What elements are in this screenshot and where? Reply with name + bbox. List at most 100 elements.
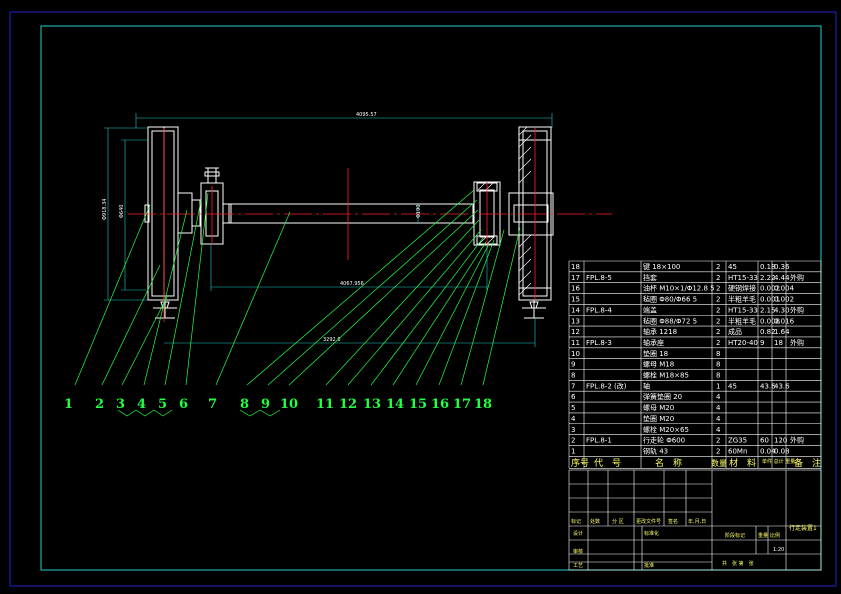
dim-base-length: 3292.6: [323, 337, 341, 343]
callout-4: 4: [137, 397, 146, 412]
bom-cell-w2: 120: [774, 437, 787, 445]
bom-cell-name: 毡圈 Φ80/Φ66 5: [643, 295, 697, 304]
bom-cell-name: 键 18×100: [643, 262, 680, 271]
tb-count: 处数: [590, 518, 600, 525]
bom-cell-w1: 0.82: [760, 328, 776, 336]
left-wheel-hub: [177, 192, 193, 234]
bom-cell-material: 半粗羊毛: [728, 295, 756, 304]
bom-cell-no: 3: [571, 426, 575, 434]
bom-cell-qty: 8: [716, 372, 720, 380]
bom-cell-note: 外购: [790, 338, 804, 347]
bom-cell-no: 10: [571, 350, 580, 358]
bom-cell-name: 毡圈 Φ88/Φ72 5: [643, 316, 697, 325]
bom-cell-name: 轴承 1218: [643, 327, 677, 336]
bom-header-code: 代 号: [594, 458, 621, 469]
bom-cell-no: 9: [571, 361, 575, 369]
bom-cell-w2: 43.6: [774, 382, 790, 390]
bom-cell-w1: 2.15: [760, 306, 776, 314]
bom-cell-qty: 2: [716, 328, 720, 336]
bom-cell-qty: 1: [716, 382, 720, 390]
bom-cell-w2: 0.002: [774, 296, 794, 304]
callout-7: 7: [208, 397, 217, 412]
callout-9: 9: [261, 397, 270, 412]
bom-cell-code: FPL.8-4: [586, 306, 612, 314]
tb-drawing-name: 行走装置1: [789, 524, 817, 532]
dim-wheel-dia-b: Φ640: [119, 205, 125, 218]
callout-2: 2: [95, 397, 104, 412]
dim-wheel-dia-a: Φ918.34: [102, 199, 108, 220]
bom-cell-name: 轴: [643, 381, 650, 390]
tb-zone: 分 区: [612, 518, 624, 525]
title-block: 标记 处数 分 区 更改文件号 签名 年,月,日 设计 标准化 审核 工艺 批准…: [568, 469, 822, 571]
bom-cell-qty: 2: [716, 447, 720, 455]
bom-cell-name: 弹簧垫圈 20: [643, 392, 682, 401]
bom-cell-no: 5: [571, 404, 575, 412]
bom-cell-material: 半粗羊毛: [728, 316, 756, 325]
bom-cell-name: 螺母 M20: [643, 403, 674, 412]
bom-cell-w2: 4.30: [774, 306, 790, 314]
tb-change-no: 更改文件号: [636, 518, 661, 525]
callout-12: 12: [339, 397, 357, 412]
bom-header-qty: 数量: [711, 458, 727, 468]
bom-cell-code: FPL.8-5: [586, 274, 612, 282]
callout-5: 5: [158, 397, 167, 412]
bom-header-material: 材 料: [729, 457, 756, 469]
callout-17: 17: [453, 397, 471, 412]
bom-cell-qty: 2: [716, 296, 720, 304]
bom-cell-w1: 0.008: [760, 317, 780, 325]
bom-cell-name: 螺母 M18: [643, 360, 674, 369]
bom-cell-no: 11: [571, 339, 580, 347]
dim-shaft-dia: Φ190: [416, 205, 422, 218]
callout-18: 18: [474, 397, 492, 412]
bom-cell-no: 4: [571, 415, 576, 423]
tb-scale-value: 1:20: [773, 547, 784, 553]
bom-cell-name: 螺栓 M20×65: [643, 425, 689, 434]
bom-cell-material: HT15-33: [728, 306, 758, 314]
bom-cell-w1: 9: [760, 339, 764, 347]
leader-lines: [74, 189, 521, 417]
bom-cell-material: HT15-33: [728, 274, 758, 282]
dim-inner-length: 4067.956: [340, 281, 364, 287]
bom-cell-qty: 4: [716, 393, 721, 401]
bom-cell-name: 行走轮 Φ600: [643, 436, 685, 445]
bom-cell-w2: 0.016: [774, 317, 795, 325]
bom-cell-name: 轴承座: [643, 338, 664, 347]
bom-cell-name: 垫圈 18: [643, 349, 668, 358]
inner-frame: [40, 25, 822, 571]
bom-cell-w1: 0.18: [760, 263, 776, 271]
bom-cell-qty: 2: [716, 274, 720, 282]
bom-cell-qty: 2: [716, 339, 720, 347]
callout-13: 13: [363, 397, 381, 412]
bom-cell-qty: 2: [716, 285, 720, 293]
bom-cell-note: 外购: [790, 273, 804, 282]
callout-3: 3: [116, 397, 125, 412]
tb-weight: 重量: [758, 532, 768, 539]
bom-cell-material: 45: [728, 382, 737, 390]
callout-10: 10: [280, 397, 298, 412]
bom-cell-name: 端盖: [643, 305, 657, 314]
bom-cell-name: 油杯 M10×1/Φ12.8 5: [643, 284, 715, 293]
bom-cell-w2: 4.44: [774, 274, 790, 282]
bom-cell-w1: 2.22: [760, 274, 776, 282]
bom-cell-w1: 0.001: [760, 296, 780, 304]
callout-numbers: 1 2 3 4 5 6 7 8 9 10 11 12 13 14 15 16 1…: [64, 397, 492, 412]
bom-header-name: 名 称: [655, 457, 682, 469]
bom-cell-qty: 2: [716, 263, 720, 271]
bom-cell-no: 7: [571, 382, 575, 390]
bom-cell-w2: 0.08: [774, 447, 790, 455]
dim-overall-length: 4095.57: [356, 112, 377, 118]
bom-cell-qty: 2: [716, 437, 720, 445]
bom-cell-material: HT20-40: [728, 339, 758, 347]
bom-cell-qty: 2: [716, 306, 720, 314]
tb-date: 年,月,日: [688, 518, 706, 525]
bom-cell-w1: 0.002: [760, 285, 780, 293]
bom-cell-code: FPL.8-1: [586, 437, 612, 445]
